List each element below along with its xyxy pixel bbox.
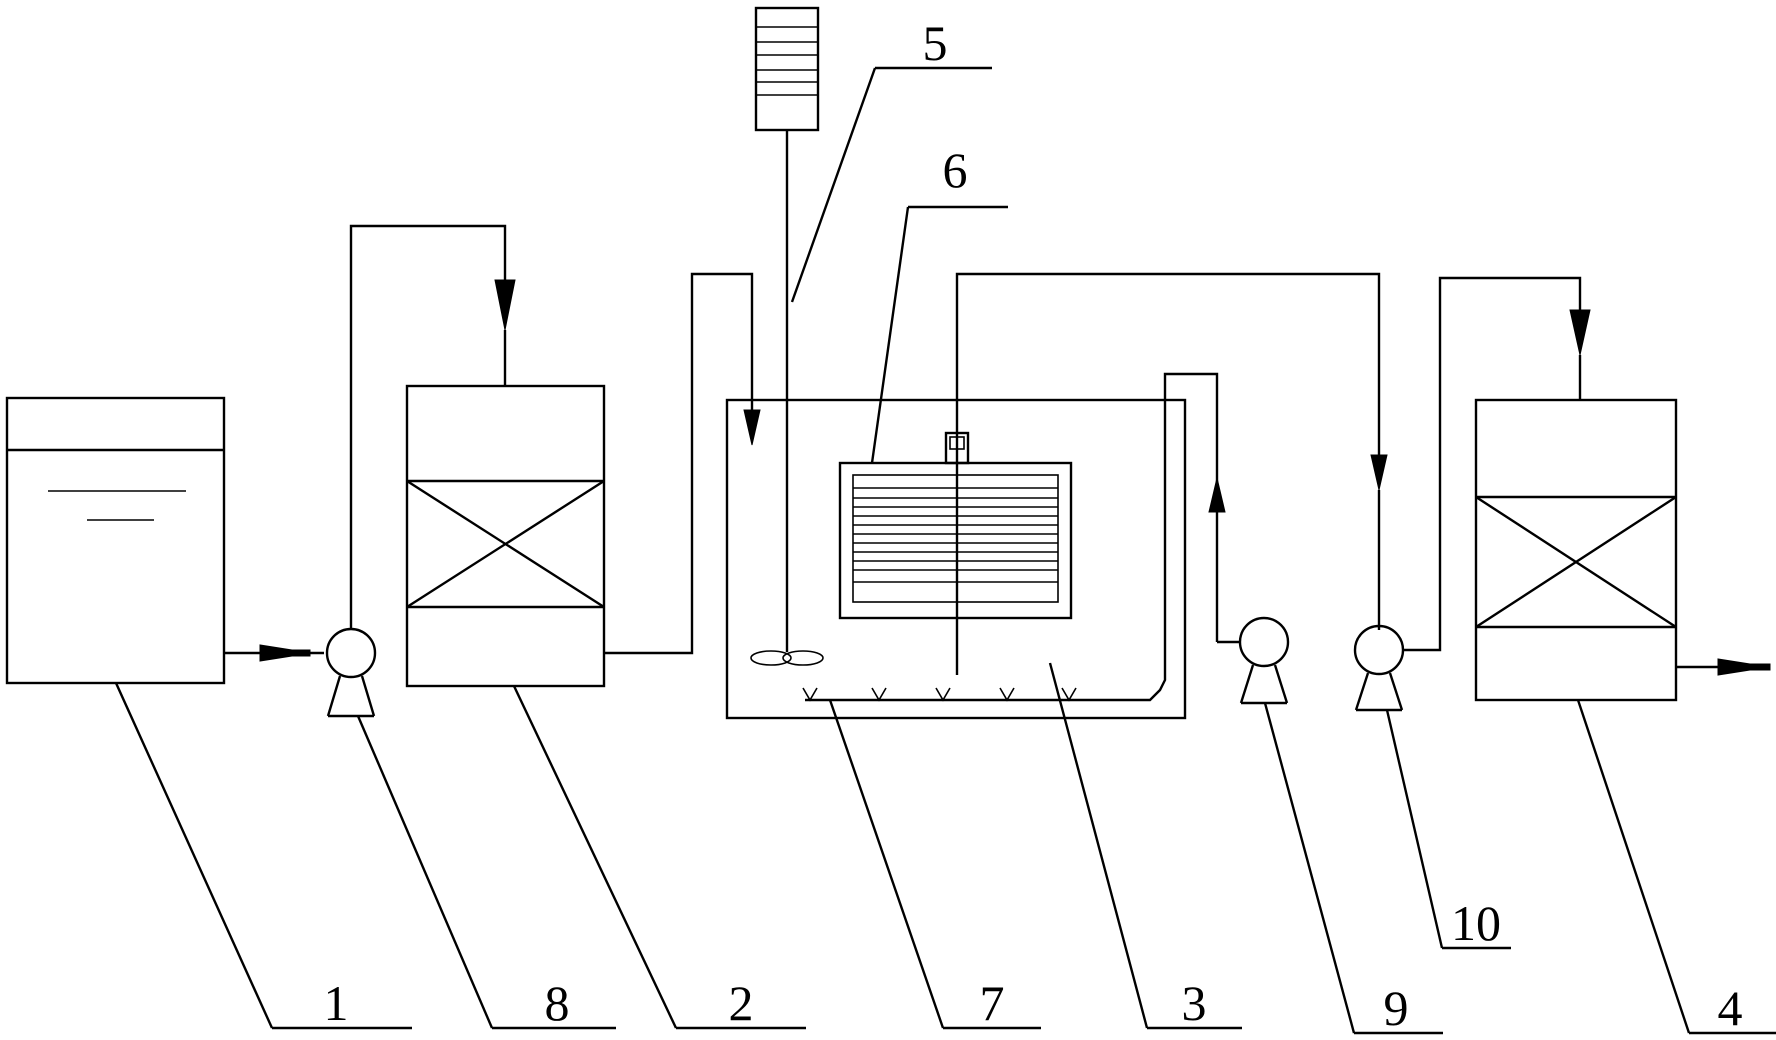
pipe-tank1-to-pump8 xyxy=(224,644,324,662)
pump-8 xyxy=(325,627,377,718)
aerator-7 xyxy=(802,372,1226,702)
label-10: 10 xyxy=(1451,895,1501,951)
feed-tank xyxy=(5,396,226,685)
pipe-membrane-to-pump10 xyxy=(955,272,1388,675)
leader-lines xyxy=(114,66,1776,1035)
label-3: 3 xyxy=(1182,975,1207,1031)
label-1: 1 xyxy=(324,975,349,1031)
pump-9 xyxy=(1217,616,1290,705)
outlet-arrow xyxy=(1676,658,1771,676)
pipe-pump8-to-reactor2 xyxy=(349,224,516,629)
pipe-reactor2-to-bioreactor3 xyxy=(604,272,761,655)
motor-5 xyxy=(754,6,820,652)
label-6: 6 xyxy=(943,142,968,198)
label-7: 7 xyxy=(980,975,1005,1031)
label-5: 5 xyxy=(923,15,948,71)
label-8: 8 xyxy=(545,975,570,1031)
reactor-4 xyxy=(1474,398,1678,702)
label-9: 9 xyxy=(1384,980,1409,1036)
reactor-2 xyxy=(405,384,606,688)
pump-10 xyxy=(1353,624,1405,712)
pipe-pump10-to-reactor4 xyxy=(1403,276,1591,652)
stirrer-impeller xyxy=(750,650,824,666)
membrane-module-6 xyxy=(838,431,1073,620)
label-4: 4 xyxy=(1718,980,1743,1036)
label-2: 2 xyxy=(729,975,754,1031)
